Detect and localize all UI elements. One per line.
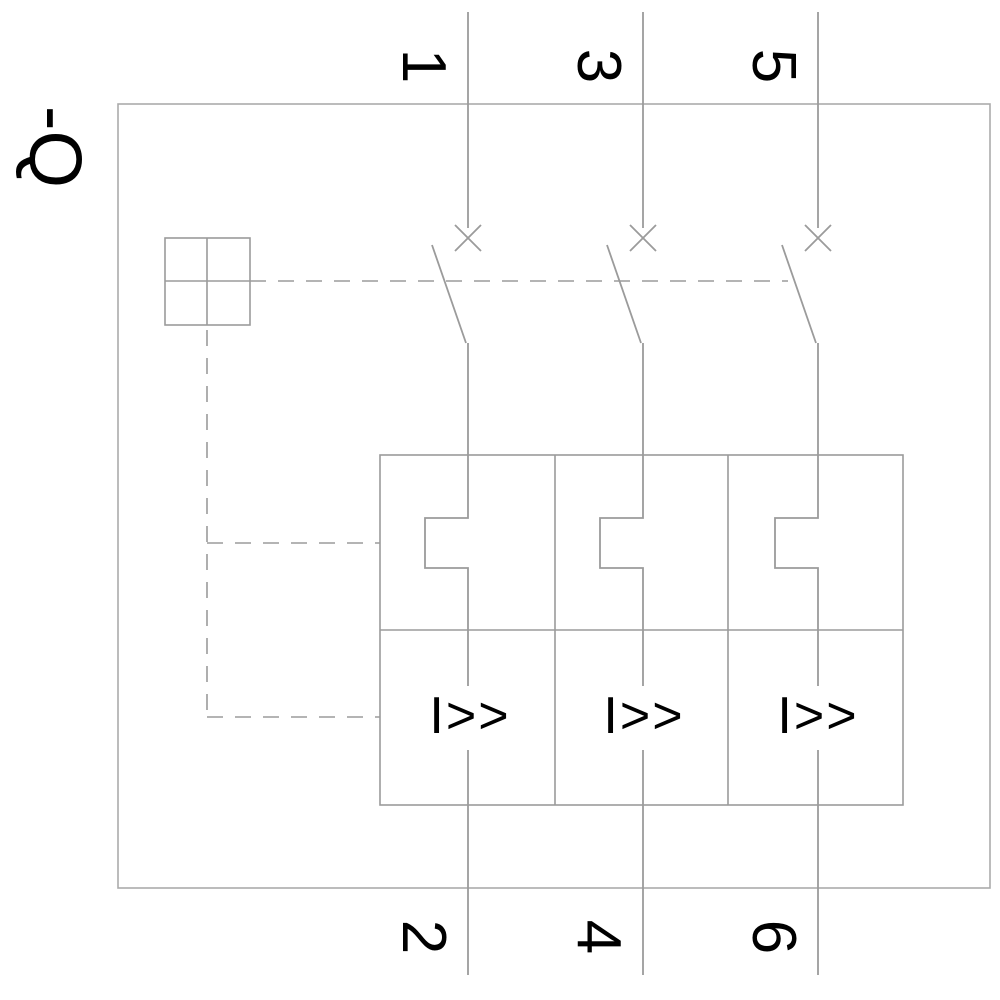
component-designation-label: -Q — [14, 105, 97, 189]
terminal-label-top-5: 5 — [739, 48, 808, 84]
moving-contact-3 — [781, 244, 817, 344]
magnetic-release-label-3: I>> — [777, 687, 859, 745]
fixed-contact-cross-icon-3 — [804, 224, 832, 252]
magnetic-release-label-1: I>> — [429, 687, 511, 745]
magnetic-release-label-2: I>> — [603, 687, 685, 745]
terminal-label-top-1: 1 — [389, 48, 458, 84]
moving-contact-2 — [606, 244, 642, 344]
trip-linkage-dashed-lines — [206, 280, 788, 718]
pole-1-conductor — [424, 12, 482, 975]
pole-2-conductor — [599, 12, 657, 975]
thermal-release-element-1 — [424, 343, 469, 686]
fixed-contact-cross-icon-1 — [454, 224, 482, 252]
terminal-label-bottom-6: 6 — [739, 919, 808, 955]
pole-3-conductor — [774, 12, 832, 975]
terminal-label-bottom-2: 2 — [389, 919, 458, 955]
fixed-contact-cross-icon-2 — [629, 224, 657, 252]
enclosure-border — [117, 103, 991, 889]
thermal-release-element-2 — [599, 343, 644, 686]
thermal-release-element-3 — [774, 343, 819, 686]
release-box-grid — [379, 454, 904, 806]
terminal-label-bottom-4: 4 — [564, 919, 633, 955]
moving-contact-1 — [431, 244, 467, 344]
terminal-label-top-3: 3 — [564, 48, 633, 84]
operating-mechanism-icon — [164, 237, 251, 326]
